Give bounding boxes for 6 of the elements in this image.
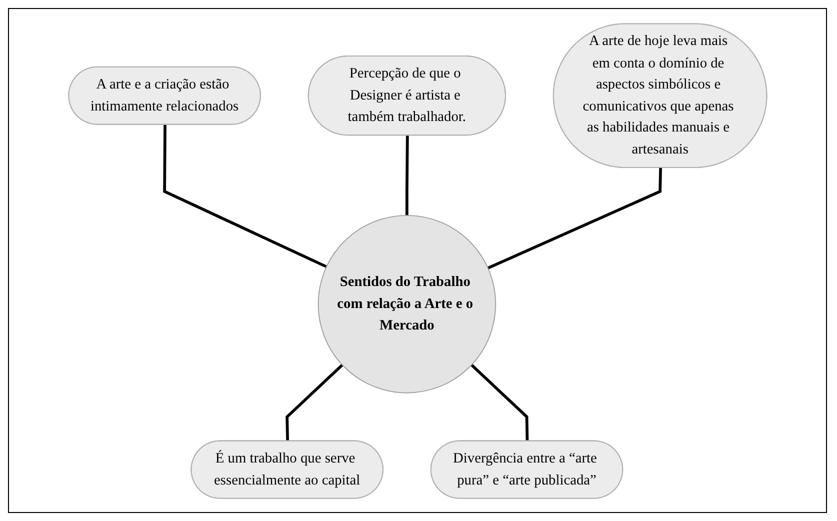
- connector: [162, 124, 327, 268]
- connector: [405, 135, 409, 215]
- connector: [470, 363, 528, 441]
- connector: [285, 363, 344, 441]
- connector: [487, 167, 662, 269]
- node-circle: Sentidos do Trabalho com relação a Arte e o Mercado: [318, 214, 496, 393]
